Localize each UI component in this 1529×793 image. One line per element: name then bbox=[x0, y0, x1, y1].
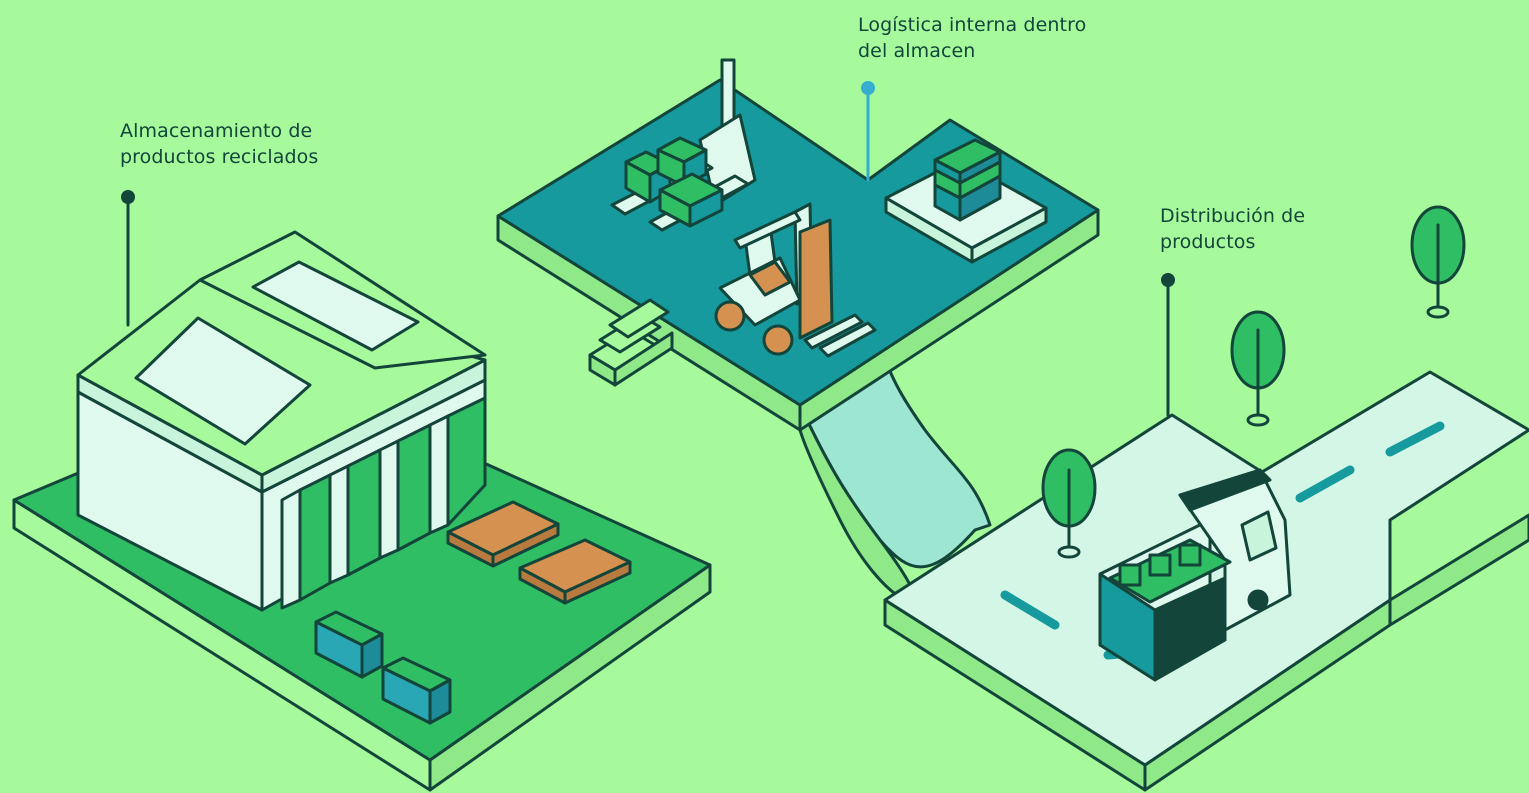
internal-logistics-label-line2: del almacen bbox=[858, 40, 976, 62]
pallet-icon bbox=[446, 500, 632, 605]
truck-icon bbox=[1098, 468, 1292, 682]
stairs-icon bbox=[588, 298, 674, 387]
warehouse-icon bbox=[76, 230, 487, 612]
internal-logistics-label: Logística interna dentro del almacen bbox=[858, 12, 1086, 64]
box-icon bbox=[624, 136, 724, 228]
internal-marker bbox=[861, 81, 875, 182]
box-icon bbox=[314, 610, 452, 725]
distribution-label-line2: productos bbox=[1160, 231, 1256, 253]
tree-icon bbox=[1410, 205, 1466, 319]
storage-marker bbox=[121, 190, 135, 327]
internal-logistics-label-line1: Logística interna dentro bbox=[858, 14, 1087, 36]
box-icon bbox=[933, 138, 1002, 222]
pallet-icon bbox=[884, 158, 1048, 264]
distribution-label-line1: Distribución de bbox=[1160, 205, 1306, 227]
storage-label: Almacenamiento de productos reciclados bbox=[120, 118, 318, 170]
distribution-label: Distribución de productos bbox=[1160, 203, 1305, 255]
storage-label-line2: productos reciclados bbox=[120, 146, 319, 168]
tree-icon bbox=[1230, 310, 1286, 427]
distribution-marker bbox=[1161, 273, 1175, 417]
tree-icon bbox=[1041, 448, 1097, 559]
storage-label-line1: Almacenamiento de bbox=[120, 120, 313, 142]
forklift-icon bbox=[714, 202, 877, 358]
